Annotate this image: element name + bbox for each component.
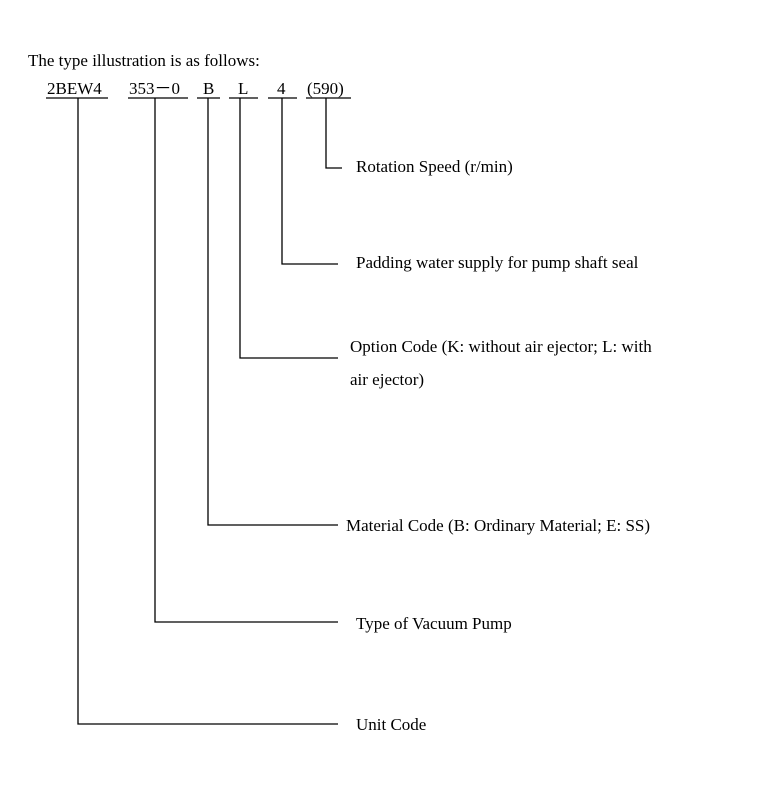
leader-padding-water: [281, 98, 338, 265]
callout-option-line2: air ejector): [350, 370, 424, 389]
callout-material: Material Code (B: Ordinary Material; E: …: [346, 516, 650, 535]
leader-rotation-speed: [325, 98, 342, 169]
callout-rotation-speed: Rotation Speed (r/min): [356, 157, 513, 176]
callout-option-line1: Option Code (K: without air ejector; L: …: [350, 337, 652, 356]
code-material: B: [203, 79, 214, 98]
code-rotation-speed: (590): [307, 79, 344, 98]
code-option: L: [238, 79, 248, 98]
callout-padding-water: Padding water supply for pump shaft seal: [356, 253, 639, 272]
code-unit: 2BEW4: [47, 79, 102, 98]
callout-unit: Unit Code: [356, 715, 426, 734]
code-padding-water: 4: [277, 79, 286, 98]
intro-text: The type illustration is as follows:: [28, 51, 260, 70]
callout-type: Type of Vacuum Pump: [356, 614, 512, 633]
leader-option: [239, 98, 338, 359]
leader-unit: [77, 98, 338, 725]
code-type: 353－0: [129, 79, 180, 98]
leader-type: [154, 98, 338, 623]
leader-material: [207, 98, 338, 526]
